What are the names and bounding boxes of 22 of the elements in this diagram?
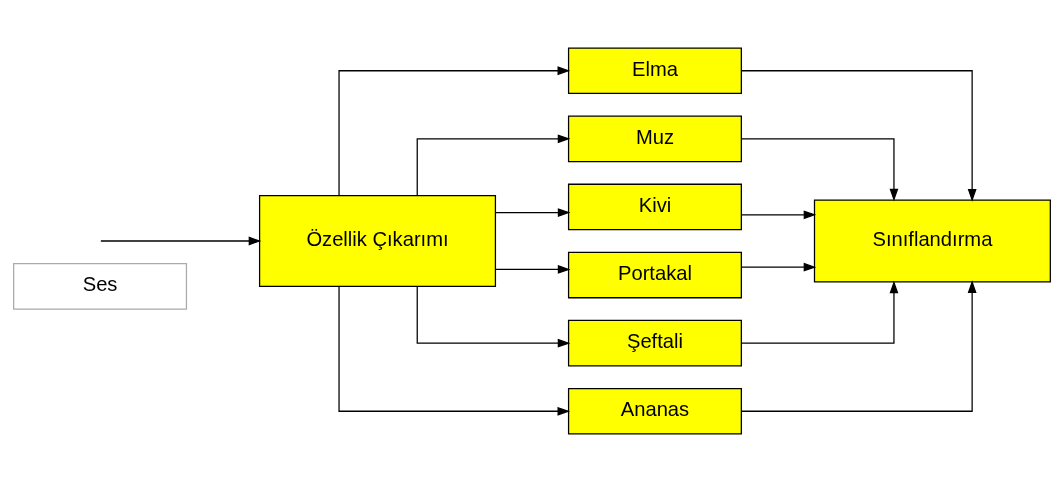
arrow [338,286,571,416]
arrow [416,134,571,196]
arrow [494,208,571,218]
node-box: Şeftali [567,319,742,367]
arrow [741,70,977,202]
arrow [740,210,817,220]
node-box: Muz [567,115,742,163]
node-box: Ananas [567,387,742,435]
node-box: Sınıflandırma [813,199,1051,283]
arrow [494,264,571,274]
arrow [740,138,899,202]
arrow [740,262,817,272]
node-box: Özellik Çıkarımı [258,194,497,288]
arrow [338,66,571,196]
arrow [741,280,977,412]
arrow [740,280,899,344]
node-box: Kivi [567,183,742,231]
arrow [416,286,571,348]
arrow [100,236,262,246]
node-box: Elma [567,47,742,95]
node-box: Portakal [567,251,742,299]
node-box: Ses [13,263,188,310]
